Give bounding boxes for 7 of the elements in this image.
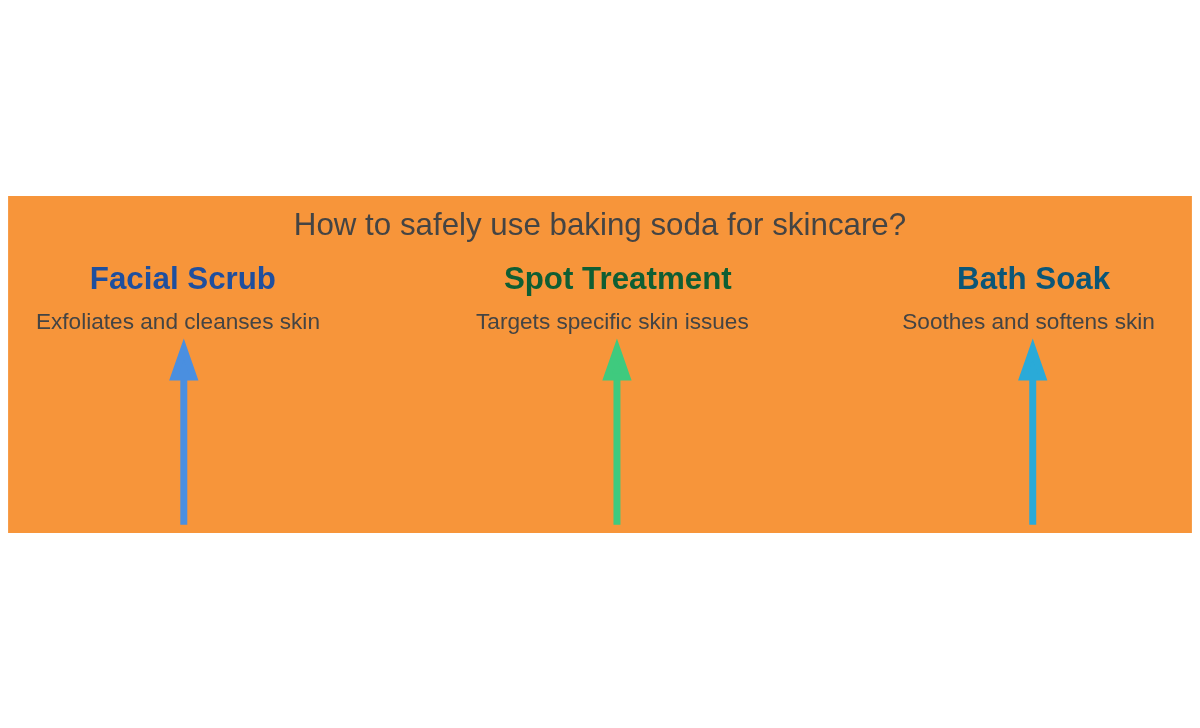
arrow [169, 338, 199, 525]
node-text: Spot Treatment Targets specific skin issues [476, 260, 749, 334]
node-text: Facial Scrub Exfoliates and cleanses skin [35, 260, 320, 334]
arrow [1018, 338, 1048, 525]
arrow [602, 338, 632, 525]
node-text: Bath Soak Soothes and softens skin [902, 260, 1155, 334]
diagram-title: How to safely use baking soda for skincare? [293, 206, 907, 242]
